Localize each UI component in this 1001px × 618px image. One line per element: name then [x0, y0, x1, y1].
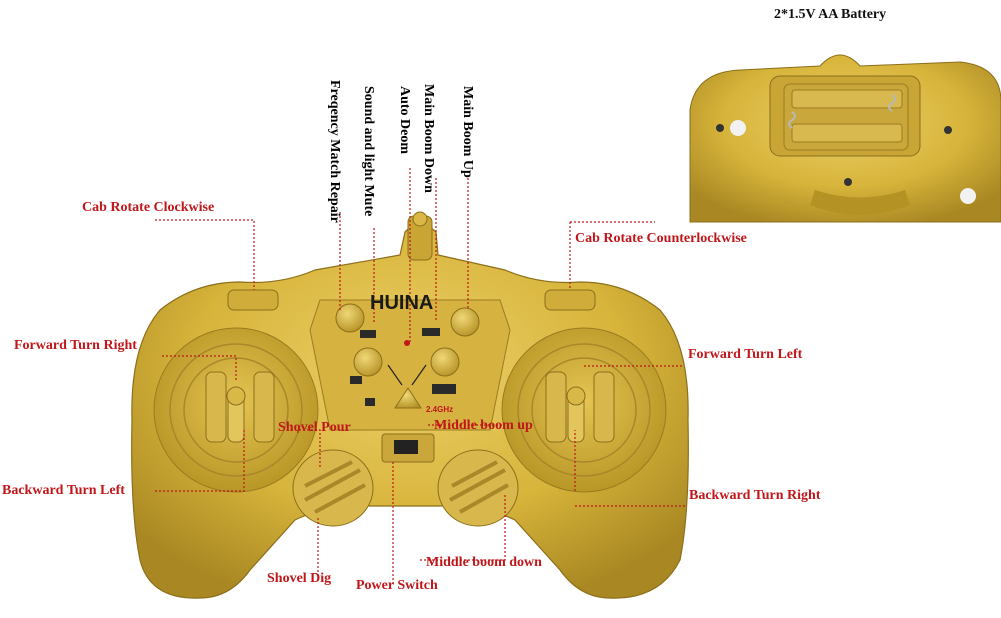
- power-switch: [381, 433, 435, 463]
- panel-buttons: [335, 303, 480, 409]
- sound-light-mute-label: Sound and light Mute: [361, 86, 376, 217]
- remote-back-view: [689, 54, 1001, 223]
- main-boom-up-label: Main Boom Up: [460, 86, 475, 178]
- auto-demo-label: Auto Deom: [397, 86, 412, 155]
- right-joystick: [501, 327, 667, 493]
- shovel-dig-label: Shovel Dig: [267, 571, 332, 586]
- middle-boom-up-label: Middle boom up: [434, 418, 533, 433]
- left-joystick: [153, 327, 319, 493]
- brand-logo-text: HUINA: [370, 292, 433, 314]
- cab-rotate-clockwise-label: Cab Rotate Clockwise: [82, 200, 215, 215]
- battery-label: 2*1.5V AA Battery: [774, 7, 887, 22]
- leader-lines: [155, 168, 685, 586]
- bottom-wheels: [292, 449, 519, 527]
- backward-turn-left-label: Backward Turn Left: [2, 483, 125, 498]
- forward-turn-left-label: Forward Turn Left: [688, 347, 803, 362]
- middle-boom-down-label: Middle boom down: [426, 555, 542, 570]
- frequency-match-repair-label: Freqency Match Repair: [327, 80, 342, 223]
- cab-rotate-counterclockwise-label: Cab Rotate Counterlockwise: [575, 231, 747, 246]
- backward-turn-right-label: Backward Turn Right: [689, 488, 821, 503]
- shovel-pour-label: Shovel Pour: [278, 420, 351, 435]
- frequency-text: 2.4GHz: [426, 405, 453, 414]
- power-switch-label: Power Switch: [356, 578, 438, 593]
- main-boom-down-label: Main Boom Down: [421, 84, 436, 193]
- forward-turn-right-label: Forward Turn Right: [14, 338, 137, 353]
